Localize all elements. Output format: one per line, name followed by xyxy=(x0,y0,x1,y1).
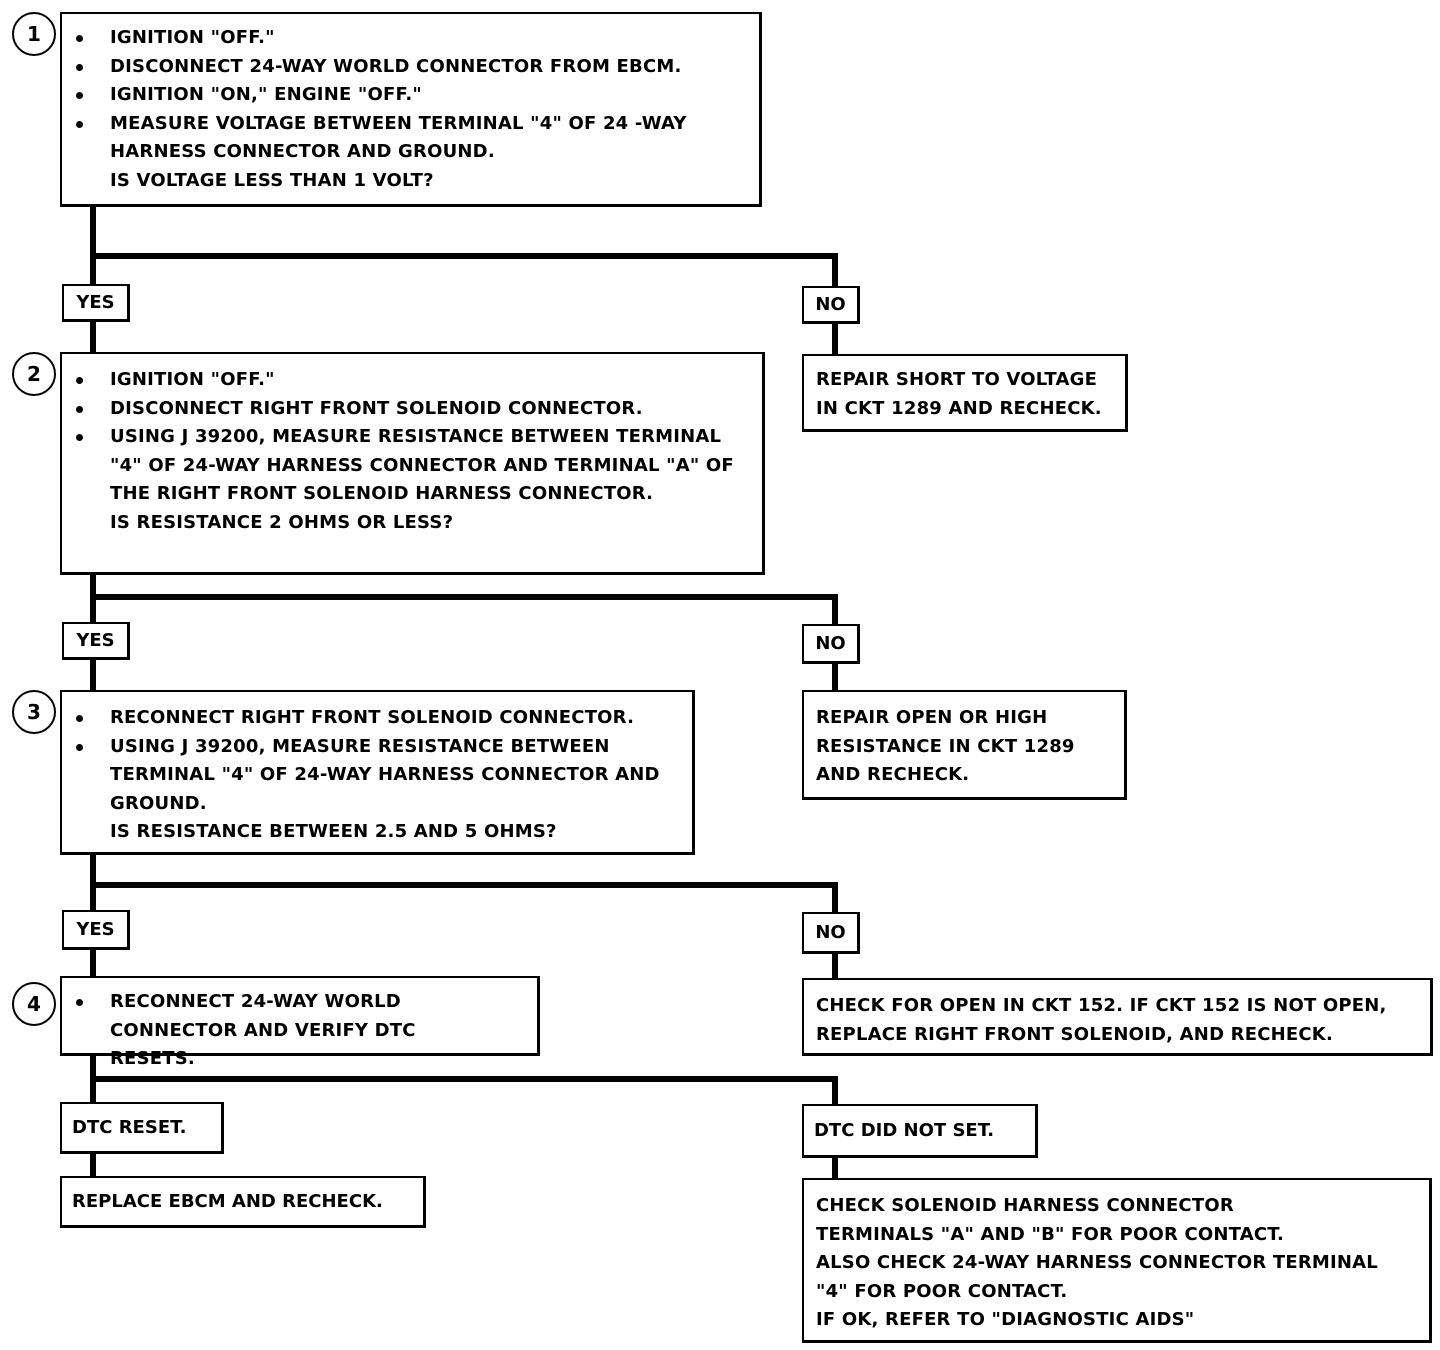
step-1-no-action-line-2: IN CKT 1289 AND RECHECK. xyxy=(816,397,1102,419)
step-1-bullet-4: MEASURE VOLTAGE BETWEEN TERMINAL "4" OF … xyxy=(76,110,749,167)
step-3-bullet-1: RECONNECT RIGHT FRONT SOLENOID CONNECTOR… xyxy=(76,704,680,733)
connector xyxy=(90,658,96,692)
connector xyxy=(90,205,96,287)
step-1-no-action: REPAIR SHORT TO VOLTAGE IN CKT 1289 AND … xyxy=(802,354,1128,432)
step-4-bullet-1: RECONNECT 24-WAY WORLD CONNECTOR AND VER… xyxy=(76,988,527,1074)
step-2-bullet-1: IGNITION "OFF." xyxy=(76,366,750,395)
step-2-no-action: REPAIR OPEN OR HIGH RESISTANCE IN CKT 12… xyxy=(802,690,1127,800)
connector xyxy=(90,573,96,627)
connector xyxy=(90,948,96,978)
step-4-right-action-line-4: "4" FOR POOR CONTACT. xyxy=(816,1280,1068,1302)
step-4-right-action-line-1: CHECK SOLENOID HARNESS CONNECTOR xyxy=(816,1195,1234,1216)
step-4-box: RECONNECT 24-WAY WORLD CONNECTOR AND VER… xyxy=(60,976,540,1069)
step-2-yes-label: YES xyxy=(62,622,130,660)
step-3-no-action: CHECK FOR OPEN IN CKT 152. IF CKT 152 IS… xyxy=(802,978,1433,1056)
connector xyxy=(90,320,96,354)
step-2-bullet-3: USING J 39200, MEASURE RESISTANCE BETWEE… xyxy=(76,423,750,509)
connector xyxy=(832,594,838,628)
step-3-yes-label: YES xyxy=(62,910,130,950)
step-4-right-action-line-2: TERMINALS "A" AND "B" FOR POOR CONTACT. xyxy=(816,1223,1285,1245)
connector xyxy=(832,952,838,980)
step-3-no-label: NO xyxy=(802,912,860,954)
step-4-number: 4 xyxy=(12,982,56,1026)
step-3-number: 3 xyxy=(12,690,56,734)
connector xyxy=(90,253,838,259)
connector xyxy=(90,1076,838,1082)
step-4-left-action: REPLACE EBCM AND RECHECK. xyxy=(60,1176,426,1228)
step-1-no-action-line-1: REPAIR SHORT TO VOLTAGE xyxy=(816,369,1098,390)
step-2-no-action-line-3: AND RECHECK. xyxy=(816,764,970,785)
connector xyxy=(832,1156,838,1180)
step-4-right-action-line-5: IF OK, REFER TO "DIAGNOSTIC AIDS" xyxy=(816,1309,1195,1330)
step-2-number: 2 xyxy=(12,352,56,396)
step-2-no-action-line-2: RESISTANCE IN CKT 1289 xyxy=(816,735,1075,757)
connector xyxy=(832,253,838,288)
step-2-question: IS RESISTANCE 2 OHMS OR LESS? xyxy=(110,511,454,533)
step-4-right-label: DTC DID NOT SET. xyxy=(802,1104,1038,1158)
step-4-right-action: CHECK SOLENOID HARNESS CONNECTOR TERMINA… xyxy=(802,1178,1432,1343)
step-2-bullet-2: DISCONNECT RIGHT FRONT SOLENOID CONNECTO… xyxy=(76,395,750,424)
connector xyxy=(832,1076,838,1106)
connector xyxy=(832,882,838,916)
step-3-question: IS RESISTANCE BETWEEN 2.5 AND 5 OHMS? xyxy=(110,821,557,842)
step-3-no-action-line-1: CHECK FOR OPEN IN CKT 152. IF CKT 152 IS… xyxy=(816,995,1387,1016)
step-4-left-label: DTC RESET. xyxy=(60,1102,224,1154)
step-1-box: IGNITION "OFF." DISCONNECT 24-WAY WORLD … xyxy=(60,12,762,207)
connector xyxy=(90,1152,96,1178)
step-4-right-action-line-3: ALSO CHECK 24-WAY HARNESS CONNECTOR TERM… xyxy=(816,1252,1378,1273)
connector xyxy=(832,662,838,692)
step-1-number: 1 xyxy=(12,12,56,56)
step-3-box: RECONNECT RIGHT FRONT SOLENOID CONNECTOR… xyxy=(60,690,695,855)
step-1-yes-label: YES xyxy=(62,284,130,322)
step-2-no-label: NO xyxy=(802,624,860,664)
step-1-no-label: NO xyxy=(802,286,860,324)
connector xyxy=(90,594,838,600)
step-2-no-action-line-1: REPAIR OPEN OR HIGH xyxy=(816,707,1048,728)
step-1-bullet-3: IGNITION "ON," ENGINE "OFF." xyxy=(76,81,749,110)
step-3-bullet-2: USING J 39200, MEASURE RESISTANCE BETWEE… xyxy=(76,733,680,819)
step-2-box: IGNITION "OFF." DISCONNECT RIGHT FRONT S… xyxy=(60,352,765,575)
connector xyxy=(90,882,838,888)
step-1-bullet-1: IGNITION "OFF." xyxy=(76,24,749,53)
step-1-question: IS VOLTAGE LESS THAN 1 VOLT? xyxy=(110,169,434,191)
step-1-bullet-2: DISCONNECT 24-WAY WORLD CONNECTOR FROM E… xyxy=(76,53,749,82)
connector xyxy=(832,322,838,356)
step-3-no-action-line-2: REPLACE RIGHT FRONT SOLENOID, AND RECHEC… xyxy=(816,1023,1333,1045)
